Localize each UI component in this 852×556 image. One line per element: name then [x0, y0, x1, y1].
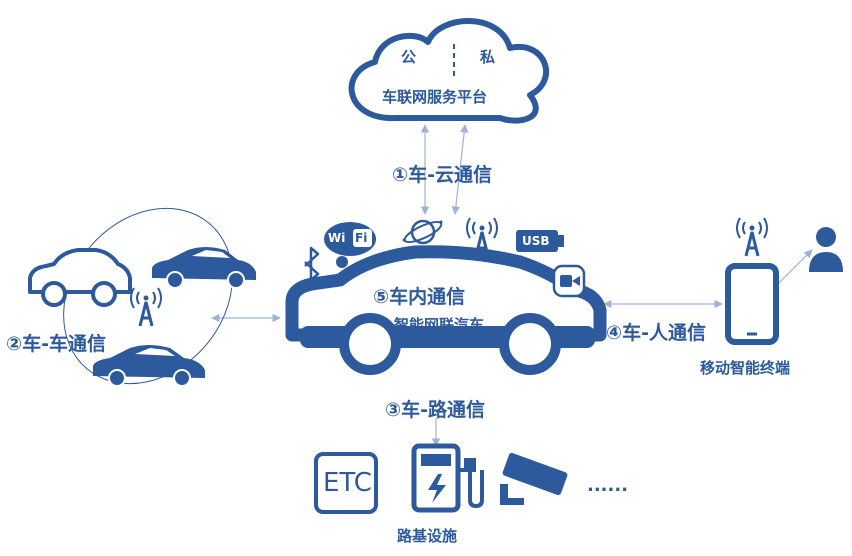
antenna-icon-right — [736, 217, 768, 257]
etc-label: ETC — [323, 468, 372, 498]
cloud-private-label: 私 — [480, 48, 496, 66]
v2p-label: ④车-人通信 — [606, 322, 706, 344]
user-icon — [809, 227, 843, 272]
phone-user-arrow — [775, 249, 813, 287]
wifi-wi-label: Wi — [328, 231, 346, 245]
charging-station-icon — [411, 443, 484, 513]
sedan-car-icon-bottom — [93, 345, 205, 387]
bluetooth-icon — [304, 246, 320, 282]
etc-icon — [314, 452, 378, 514]
wifi-fi-label: Fi — [355, 231, 368, 245]
camera-icon — [552, 264, 586, 298]
planet-icon — [402, 219, 443, 245]
v2r-label: ③车-路通信 — [385, 399, 485, 421]
v2v-label: ②车-车通信 — [6, 333, 106, 355]
v2c-label: ①车-云通信 — [392, 164, 492, 186]
car-title: 智能网联汽车 — [394, 316, 485, 334]
connector-lines — [211, 124, 813, 447]
mobile-title: 移动智能终端 — [700, 359, 791, 377]
antenna-icon-center — [466, 217, 498, 257]
main-car-icon — [285, 245, 607, 375]
cloud-title: 车联网服务平台 — [382, 88, 488, 106]
outline-car-icon — [28, 248, 132, 307]
antenna-icon-left — [130, 287, 162, 327]
cloud-icon — [348, 18, 550, 124]
usb-icon — [516, 230, 564, 252]
v2v-ellipse — [63, 207, 233, 385]
cloud-public-label: 公 — [401, 48, 417, 66]
surveillance-camera-icon — [500, 452, 568, 505]
usb-label: USB — [522, 234, 550, 248]
wifi-icon — [324, 222, 376, 268]
smartphone-icon — [725, 263, 779, 345]
more-dots: ...... — [587, 475, 629, 496]
v2c-arrow-right — [451, 124, 469, 215]
sedan-car-icon-top — [152, 247, 256, 289]
inner-comm-label: ⑤车内通信 — [373, 286, 466, 308]
road-title: 路基设施 — [397, 527, 458, 545]
